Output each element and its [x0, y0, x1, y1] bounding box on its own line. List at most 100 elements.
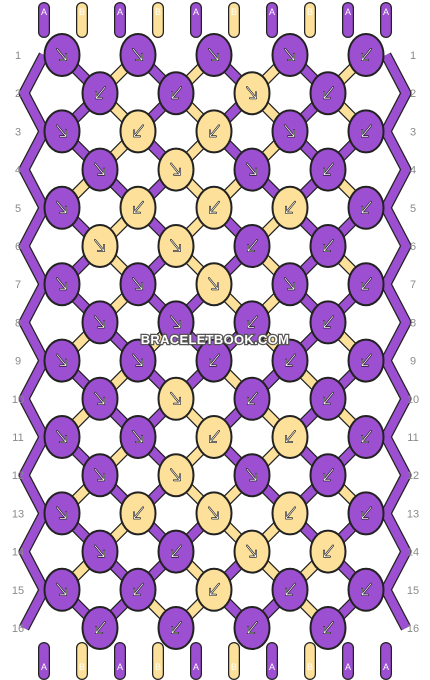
- knot: [233, 147, 271, 192]
- thread-end-label: A: [117, 662, 123, 672]
- knot: [271, 185, 309, 230]
- knot-arrow-highlight: [132, 430, 143, 443]
- thread-end-label: A: [383, 7, 389, 17]
- knot-arrow-highlight: [56, 507, 67, 519]
- row-number-label: 14: [407, 547, 419, 559]
- knot: [43, 491, 81, 536]
- knot-arrow-highlight: [361, 430, 372, 443]
- knot: [119, 185, 157, 230]
- knot-arrow-highlight: [323, 392, 334, 405]
- knot: [347, 338, 385, 383]
- row-number-label: 7: [410, 279, 416, 291]
- row-number-label: 16: [12, 623, 24, 635]
- thread-end-label: A: [383, 662, 389, 672]
- knot-arrow-highlight: [56, 201, 67, 214]
- knot-arrow-highlight: [209, 201, 220, 214]
- knot-arrow-highlight: [170, 163, 181, 175]
- knot: [43, 567, 81, 612]
- thread-end-label: A: [345, 7, 351, 17]
- knot: [81, 376, 119, 421]
- knot-arrow-highlight: [56, 125, 67, 137]
- knot-arrow-highlight: [246, 163, 257, 175]
- knot: [271, 33, 309, 77]
- knot-arrow-highlight: [247, 239, 258, 252]
- knot: [43, 338, 81, 383]
- knot-arrow-highlight: [132, 354, 143, 366]
- knot: [347, 262, 385, 307]
- knot-arrow-highlight: [361, 354, 372, 366]
- knot-arrow-highlight: [56, 430, 67, 443]
- knot-arrow-highlight: [94, 545, 105, 557]
- knot-arrow-highlight: [171, 621, 182, 634]
- knot-arrow-highlight: [323, 621, 334, 634]
- knot: [43, 185, 81, 230]
- row-number-label: 3: [15, 126, 21, 138]
- knot: [195, 415, 233, 459]
- row-number-label: 8: [410, 317, 416, 329]
- knot-arrow-highlight: [208, 277, 219, 290]
- thread-end-label: B: [155, 7, 161, 17]
- knots-layer: [43, 33, 385, 650]
- knot-arrow-highlight: [361, 507, 372, 519]
- row-number-label: 5: [15, 203, 21, 215]
- knot: [81, 71, 119, 116]
- knot-arrow-highlight: [361, 125, 372, 137]
- thread-end-label: A: [193, 7, 199, 17]
- knot-arrow-highlight: [246, 86, 257, 99]
- knot-arrow-highlight: [323, 163, 334, 175]
- knot-arrow-highlight: [170, 392, 181, 405]
- knot-arrow-highlight: [285, 354, 296, 366]
- knot: [347, 491, 385, 536]
- knot: [271, 109, 309, 154]
- knot-arrow-highlight: [94, 163, 105, 175]
- knot-arrow-highlight: [171, 545, 182, 557]
- knot: [119, 262, 157, 307]
- watermark: BRACELETBOOK.COM: [141, 332, 290, 347]
- row-number-label: 6: [15, 241, 21, 253]
- knot: [347, 185, 385, 230]
- knot-arrow-highlight: [133, 201, 144, 214]
- knot: [157, 453, 195, 498]
- knot-arrow-highlight: [209, 125, 220, 137]
- knot-arrow-highlight: [170, 468, 181, 481]
- knot-arrow-highlight: [94, 468, 105, 481]
- knot: [157, 71, 195, 116]
- knot: [347, 33, 385, 77]
- knot-arrow-highlight: [246, 545, 257, 557]
- knot: [43, 33, 81, 77]
- row-number-label: 15: [12, 585, 24, 597]
- knot-arrow-highlight: [208, 48, 219, 61]
- row-number-label: 7: [15, 279, 21, 291]
- knot-arrow-highlight: [133, 583, 144, 596]
- thread-end-label: B: [307, 7, 313, 17]
- knot-arrow-highlight: [170, 316, 181, 328]
- thread-end-label: A: [41, 662, 47, 672]
- knot: [195, 491, 233, 536]
- knot: [309, 376, 347, 421]
- knot-arrow-highlight: [361, 201, 372, 214]
- knot: [81, 606, 119, 650]
- knot-arrow-highlight: [247, 621, 258, 634]
- knot-arrow-highlight: [94, 392, 105, 405]
- knot-arrow-highlight: [208, 507, 219, 519]
- knot: [233, 376, 271, 421]
- knot-arrow-highlight: [247, 392, 258, 405]
- knot-arrow-highlight: [94, 239, 105, 252]
- knot: [195, 33, 233, 77]
- knot: [233, 453, 271, 498]
- row-number-label: 12: [407, 470, 419, 482]
- thread-end-label: B: [231, 7, 237, 17]
- row-number-label: 11: [12, 432, 23, 444]
- thread-end-label: A: [193, 662, 199, 672]
- knot: [157, 606, 195, 650]
- knot-arrow-highlight: [323, 545, 334, 557]
- knot-arrow-highlight: [285, 507, 296, 519]
- knot: [195, 185, 233, 230]
- row-number-label: 9: [15, 356, 21, 368]
- knot-arrow-highlight: [285, 201, 296, 214]
- knot: [347, 415, 385, 459]
